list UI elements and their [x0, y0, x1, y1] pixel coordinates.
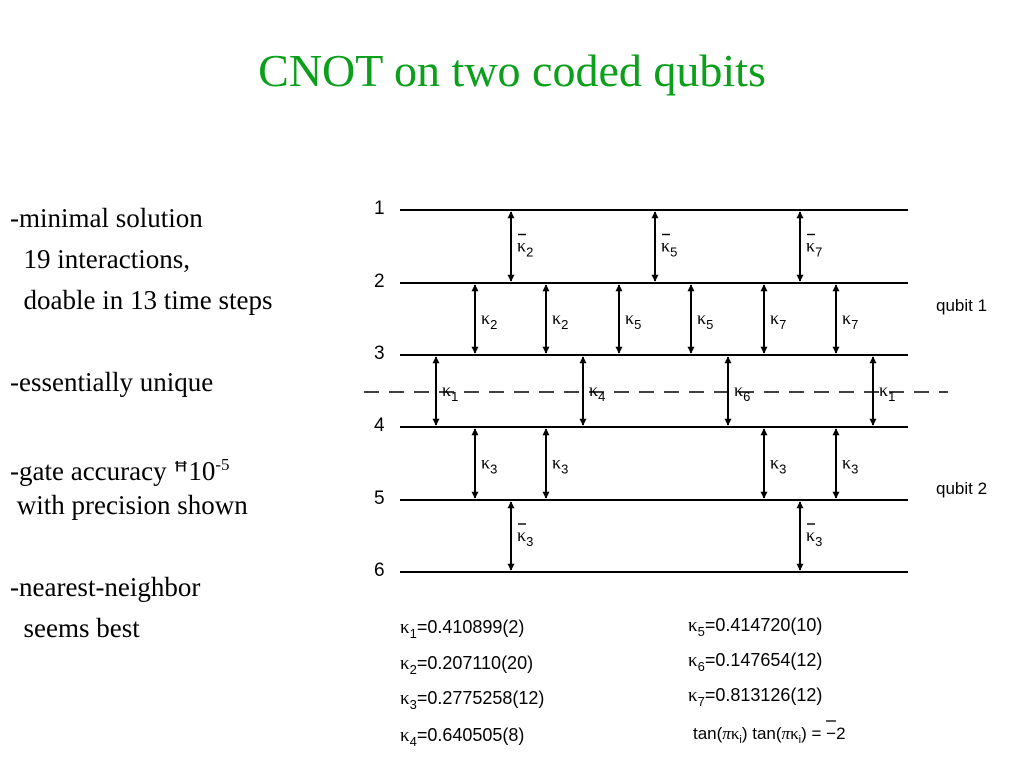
level-lines: 1 2 3 4 5 6 qubit 1 qubit 2: [364, 198, 987, 581]
interaction-label: κ1: [442, 380, 458, 404]
bullet-time-steps: doable in 13 time steps: [10, 285, 273, 315]
level-label: 5: [374, 488, 385, 509]
interaction-label: κ7: [842, 308, 858, 332]
interaction-label: κ3: [517, 525, 533, 549]
qubit-2-label: qubit 2: [936, 479, 987, 498]
constant-1: κ1=0.410899(2): [400, 617, 524, 641]
interaction-label: κ3: [842, 453, 858, 477]
constant-7: κ7=0.813126(12): [688, 685, 822, 709]
tan-relation: tan(πκi) tan(πκi) = −2: [693, 720, 846, 746]
level-label: 1: [374, 198, 385, 219]
level-label: 4: [374, 415, 385, 436]
approx-symbol: ꟸ: [173, 457, 189, 487]
interaction-label: κ5: [697, 308, 713, 332]
constant-6: κ6=0.147654(12): [688, 650, 822, 674]
bullet-seems-best: seems best: [10, 613, 140, 643]
accuracy-exponent: -5: [215, 455, 230, 474]
bullet-unique: -essentially unique: [10, 367, 214, 397]
bullet-interactions: 19 interactions,: [10, 244, 190, 274]
interaction-label: κ2: [552, 308, 568, 332]
interaction-label: κ1: [879, 380, 895, 404]
gate-accuracy-label: -gate accuracy: [10, 456, 167, 486]
level-label: 3: [374, 343, 385, 364]
bullet-precision: with precision shown: [10, 490, 248, 520]
bullet-spacer: [10, 403, 355, 444]
interaction-label: κ3: [552, 453, 568, 477]
bullet-list: -minimal solution 19 interactions, doabl…: [10, 198, 355, 649]
interaction-label: κ3: [481, 453, 497, 477]
interaction-label: κ5: [625, 308, 641, 332]
level-label: 6: [374, 560, 385, 581]
interaction-arrows: κ2 κ5 κ7 κ2 κ2 κ5 κ5 κ7 κ7 κ1 κ4 κ6 κ1 κ3 κ3 κ3 κ3 κ3 κ3: [432, 211, 895, 571]
slide-title: CNOT on two coded qubits: [258, 45, 766, 96]
interaction-label: κ2: [481, 308, 497, 332]
interaction-label: κ5: [661, 236, 677, 260]
interaction-label: κ4: [589, 380, 605, 404]
interaction-label: κ3: [770, 453, 786, 477]
bullet-gate-accuracy: -gate accuracy ꟸ10-5: [10, 444, 355, 487]
tan-relation-text: tan(πκi) tan(πκi) = −2: [693, 724, 846, 746]
coupling-constants: κ1=0.410899(2) κ2=0.207110(20) κ3=0.277525…: [400, 615, 822, 749]
bullet-spacer: [10, 526, 355, 567]
accuracy-base: 10: [188, 456, 216, 486]
constant-5: κ5=0.414720(10): [688, 615, 822, 639]
interaction-label: κ7: [770, 308, 786, 332]
interaction-label: κ7: [806, 236, 822, 260]
level-label: 2: [374, 271, 385, 292]
constant-2: κ2=0.207110(20): [400, 653, 533, 677]
bullet-minimal-solution: -minimal solution: [10, 203, 203, 233]
constant-3: κ3=0.2775258(12): [400, 688, 544, 712]
interaction-label: κ3: [806, 525, 822, 549]
bullet-spacer: [10, 321, 355, 362]
qubit-1-label: qubit 1: [936, 296, 987, 315]
constant-4: κ4=0.640505(8): [400, 725, 524, 749]
interaction-label: κ2: [517, 236, 533, 260]
bullet-nearest-neighbor: -nearest-neighbor: [10, 572, 201, 602]
interaction-label: κ6: [734, 380, 750, 404]
